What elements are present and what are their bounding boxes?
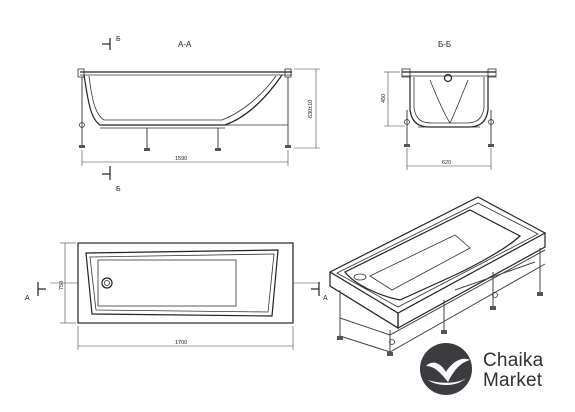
dim-width-top: 750 — [59, 281, 65, 290]
dim-length-top: 1700 — [175, 340, 187, 346]
seagull-circle-logo — [420, 343, 472, 395]
cut-marker-a-right: А — [323, 295, 328, 302]
top-view-plan: А А 750 1700 — [25, 242, 328, 350]
dim-length-side: 1590 — [175, 156, 187, 162]
cut-marker-b-bottom: Б — [116, 186, 121, 193]
section-bb-title: Б-Б — [438, 40, 451, 49]
brand-name-line2: Market — [483, 370, 543, 391]
dim-height-end: 450 — [381, 94, 387, 103]
dim-height-side: 630±10 — [308, 100, 314, 118]
brand-name-line1: Chaika — [483, 350, 544, 371]
dim-width-end: 620 — [442, 160, 451, 166]
end-view-section-bb: Б-Б 450 620 — [381, 40, 497, 170]
brand-wordmark: Chaika Market — [483, 351, 543, 391]
isometric-view — [328, 196, 547, 356]
section-aa-title: А-А — [178, 40, 192, 49]
side-view-section-aa: А-А Б Б 1590 — [77, 36, 320, 193]
cut-marker-a-left: А — [25, 295, 30, 302]
cut-marker-b-top: Б — [116, 36, 121, 43]
